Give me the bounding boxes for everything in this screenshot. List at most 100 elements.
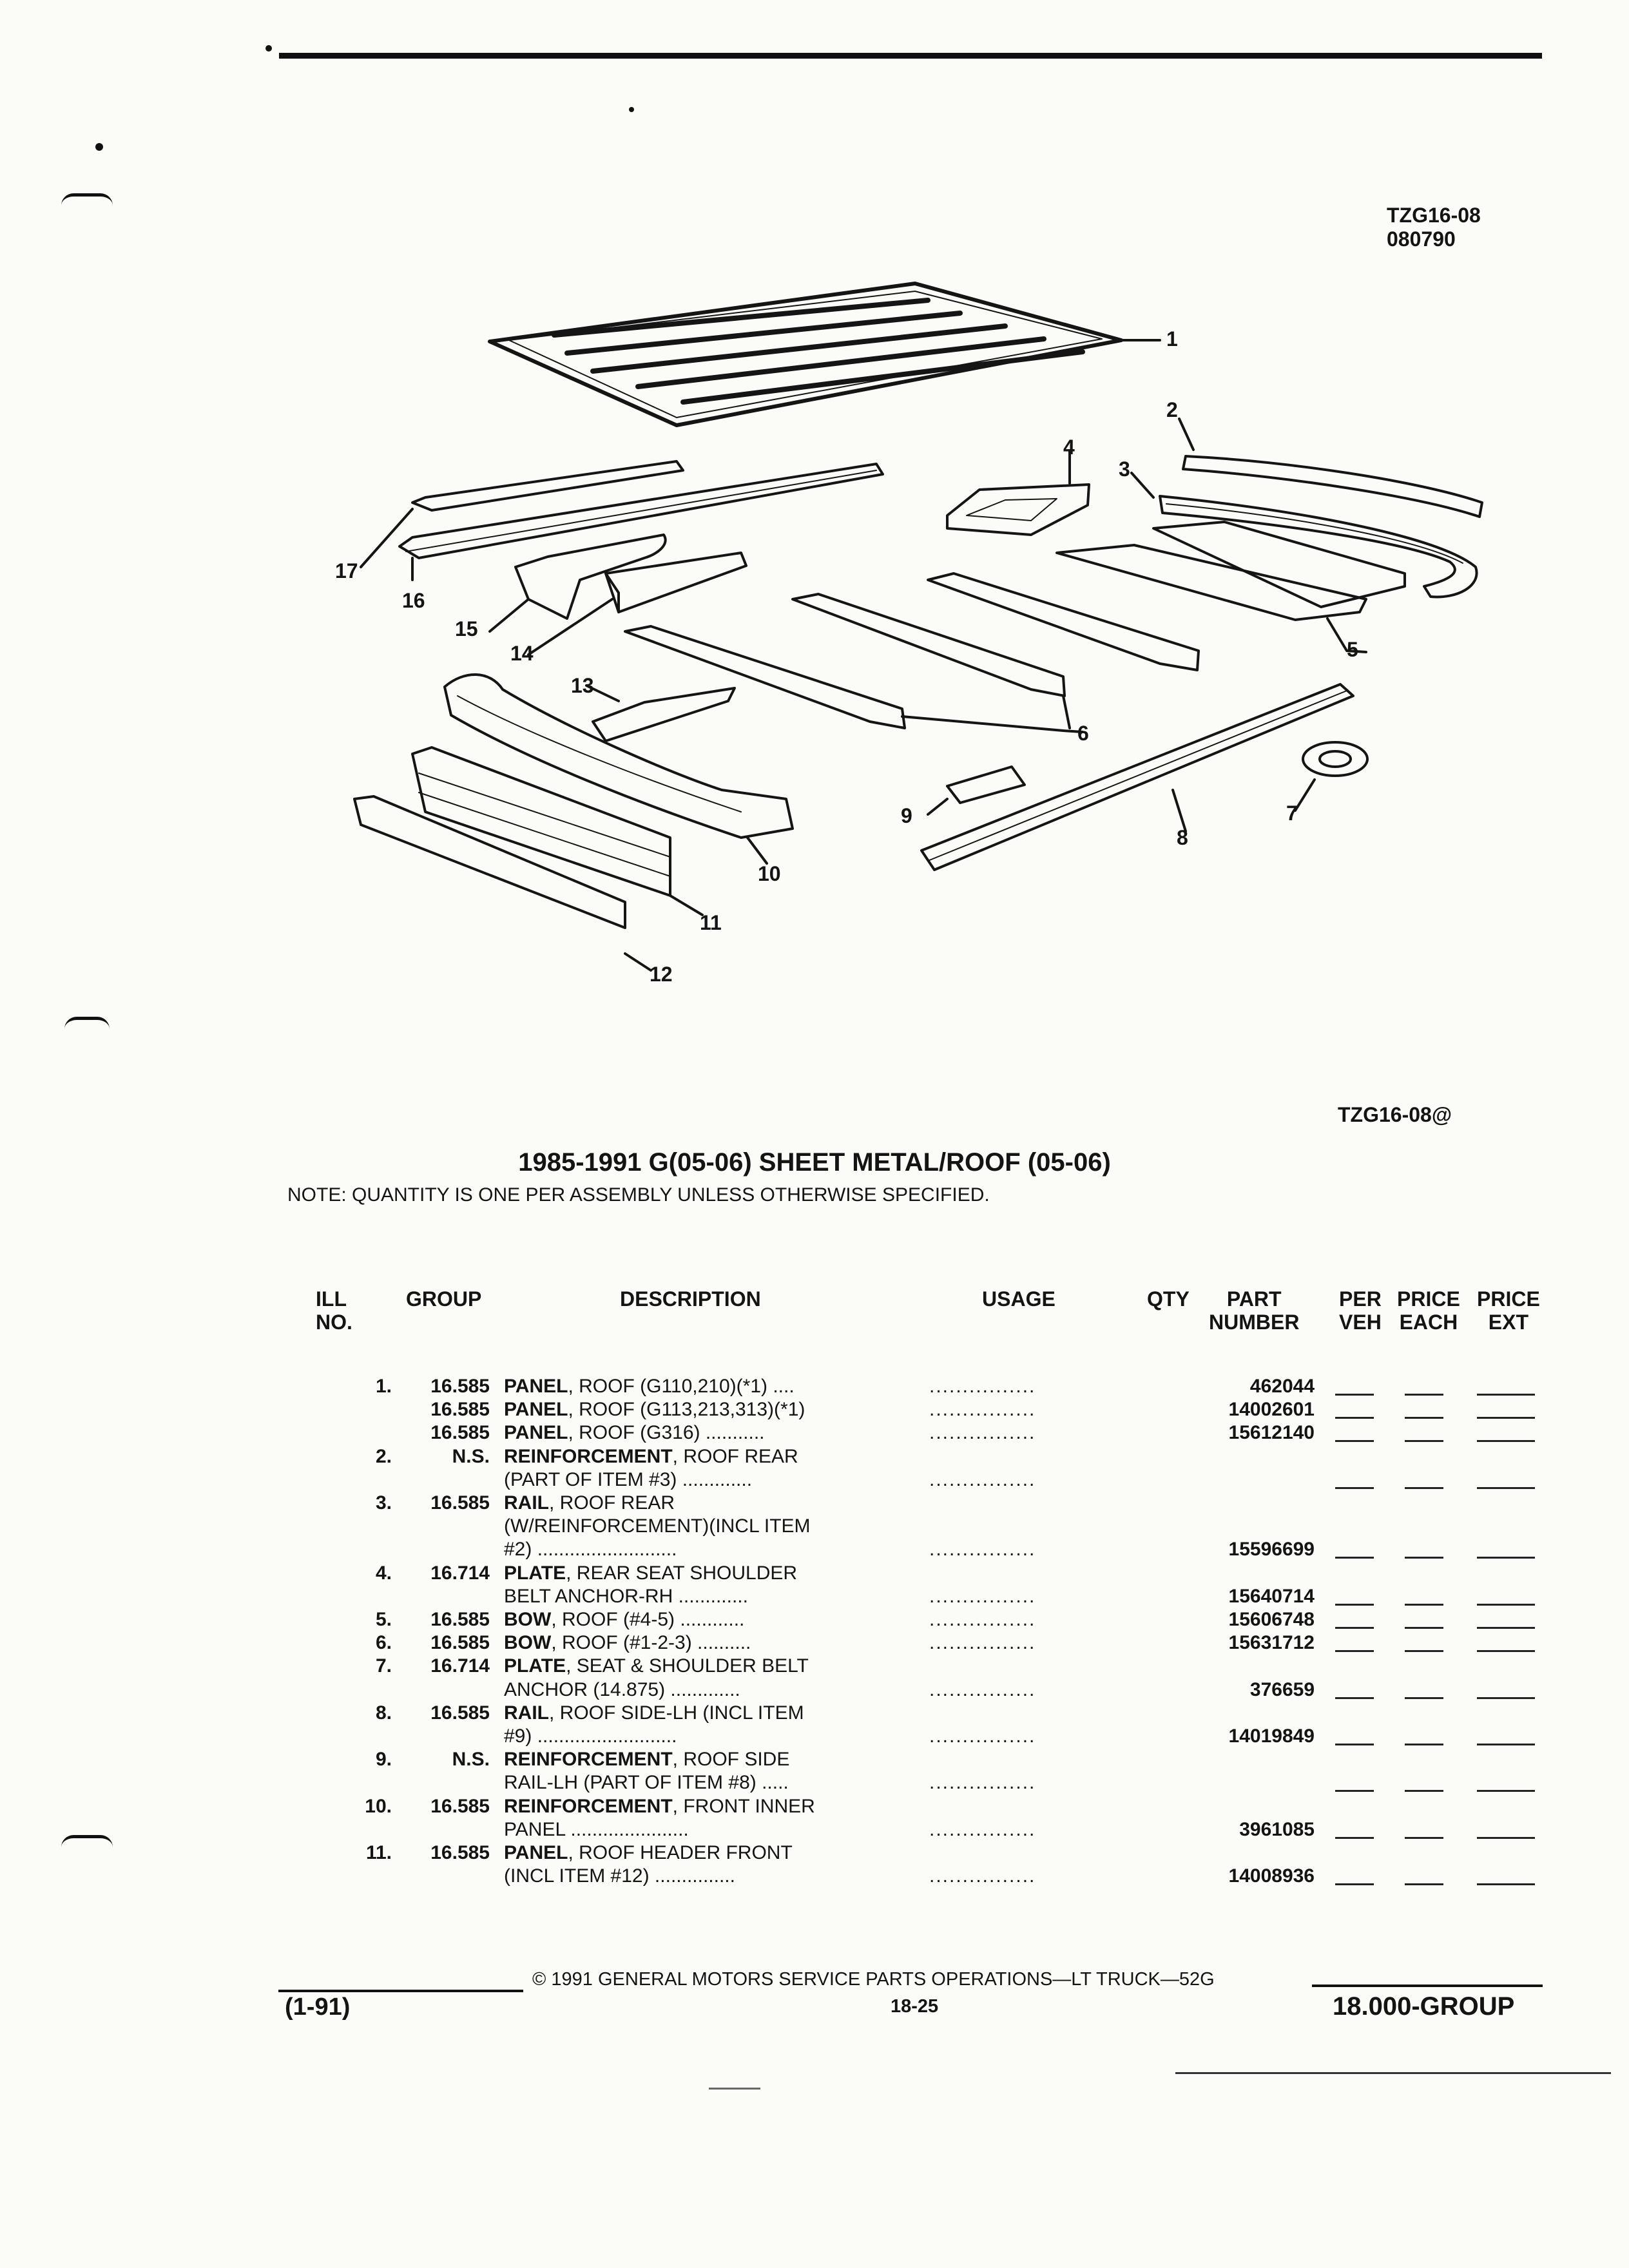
fill-in-blank: [1335, 1696, 1374, 1699]
description: RAIL, ROOF REAR: [504, 1492, 675, 1514]
col-description: DESCRIPTION: [620, 1287, 761, 1311]
page-title: 1985-1991 G(05-06) SHEET METAL/ROOF (05-…: [518, 1148, 1111, 1177]
col-part-number: PART NUMBER: [1209, 1287, 1299, 1334]
part-number: 462044: [1249, 1376, 1315, 1397]
usage-leader: ................: [929, 1468, 1036, 1490]
fill-in-blank: [1477, 1744, 1535, 1745]
fill-in-blank: [1335, 1836, 1374, 1839]
description: (W/REINFORCEMENT)(INCL ITEM: [504, 1515, 811, 1537]
part-11-panel-roof-header-front: [411, 746, 704, 916]
part-17-rail: [360, 460, 684, 568]
description-text: (PART OF ITEM #3) .............: [504, 1468, 753, 1490]
fill-in-blank: [1405, 1696, 1443, 1699]
table-row: 9.N.S.REINFORCEMENT, ROOF SIDE: [0, 1749, 1629, 1774]
table-row: 2.N.S.REINFORCEMENT, ROOF REAR: [0, 1446, 1629, 1472]
fill-in-blank: [1477, 1696, 1535, 1699]
description-text: , FRONT INNER: [672, 1795, 815, 1817]
figure-code-line: TZG16-08: [1387, 204, 1481, 227]
quantity-note: NOTE: QUANTITY IS ONE PER ASSEMBLY UNLES…: [287, 1184, 990, 1206]
group-number: 16.585: [430, 1492, 490, 1514]
usage-leader: ................: [929, 1399, 1036, 1421]
description-text: , REAR SEAT SHOULDER: [566, 1562, 798, 1584]
top-rule: [279, 53, 1542, 59]
description: RAIL, ROOF SIDE-LH (INCL ITEM: [504, 1702, 804, 1724]
table-row: #2) ....................................…: [0, 1539, 1629, 1564]
fill-in-blank: [1477, 1440, 1535, 1443]
description-noun: PANEL: [504, 1422, 568, 1444]
callout-1: 1: [1166, 327, 1178, 351]
callout-13: 13: [571, 674, 594, 697]
fill-in-blank: [1477, 1486, 1535, 1489]
description-text: , ROOF SIDE-LH (INCL ITEM: [549, 1702, 804, 1724]
part-10-reinforcement-front-inner: [443, 673, 794, 865]
callout-8: 8: [1177, 826, 1188, 849]
col-price-each: PRICE EACH: [1397, 1287, 1460, 1334]
figure-reference: TZG16-08@: [1338, 1103, 1452, 1126]
fill-in-blank: [1477, 1627, 1535, 1629]
group-number: N.S.: [452, 1749, 490, 1771]
description-noun: PANEL: [504, 1842, 568, 1863]
speck: [95, 143, 103, 151]
part-number: 14002601: [1228, 1399, 1315, 1421]
table-row: ANCHOR (14.875) ........................…: [0, 1679, 1629, 1705]
fill-in-blank: [1477, 1836, 1535, 1839]
usage-leader: ................: [929, 1376, 1036, 1397]
fill-in-blank: [1405, 1440, 1443, 1443]
part-number: 14019849: [1228, 1725, 1315, 1747]
callout-17: 17: [335, 559, 358, 582]
ill-number: 4.: [375, 1562, 392, 1584]
description-noun: PLATE: [504, 1655, 566, 1677]
table-row: RAIL-LH (PART OF ITEM #8) ..............…: [0, 1772, 1629, 1798]
fill-in-blank: [1405, 1394, 1443, 1396]
description-noun: PANEL: [504, 1399, 568, 1421]
col-part-label: PART: [1226, 1287, 1282, 1311]
ill-number: 2.: [375, 1445, 392, 1467]
usage-leader: ................: [929, 1678, 1036, 1700]
col-per-veh: PER VEH: [1339, 1287, 1382, 1334]
fill-in-blank: [1335, 1394, 1374, 1396]
col-veh-label: VEH: [1339, 1311, 1382, 1334]
callout-14: 14: [510, 642, 534, 665]
description-text: , ROOF (G113,213,313)(*1): [568, 1399, 805, 1421]
footer-copyright: © 1991 GENERAL MOTORS SERVICE PARTS OPER…: [532, 1969, 1215, 1990]
col-ext-label: EXT: [1488, 1311, 1529, 1334]
part-number: 15640714: [1228, 1585, 1315, 1607]
description-text: #2) ..........................: [504, 1539, 677, 1561]
usage-leader: ................: [929, 1632, 1036, 1654]
footer-rule-left: [278, 1990, 523, 1992]
description-text: , ROOF SIDE: [672, 1749, 790, 1771]
description: PLATE, REAR SEAT SHOULDER: [504, 1562, 797, 1584]
description-noun: REINFORCEMENT: [504, 1749, 673, 1771]
part-number: 15612140: [1228, 1422, 1315, 1444]
fill-in-blank: [1405, 1836, 1443, 1839]
description-noun: REINFORCEMENT: [504, 1795, 673, 1817]
fill-in-blank: [1335, 1440, 1374, 1443]
group-number: 16.585: [430, 1842, 490, 1863]
col-per-label: PER: [1339, 1287, 1382, 1311]
fill-in-blank: [1335, 1650, 1374, 1653]
table-row: (W/REINFORCEMENT)(INCL ITEM: [0, 1515, 1629, 1541]
col-each-label: EACH: [1399, 1311, 1458, 1334]
callout-6: 6: [1077, 722, 1089, 745]
description: RAIL-LH (PART OF ITEM #8) .....: [504, 1772, 789, 1794]
description-noun: REINFORCEMENT: [504, 1445, 673, 1467]
ill-number: 10.: [365, 1795, 392, 1817]
part-14-bracket: [527, 552, 747, 656]
description-text: PANEL ......................: [504, 1818, 689, 1840]
ill-number: 1.: [375, 1376, 392, 1397]
callout-5: 5: [1347, 638, 1358, 661]
ill-number: 5.: [375, 1609, 392, 1630]
col-ill-label: ILL: [316, 1287, 347, 1311]
description-text: RAIL-LH (PART OF ITEM #8) .....: [504, 1772, 789, 1794]
description: PLATE, SEAT & SHOULDER BELT: [504, 1655, 809, 1677]
binder-hole-mark: [61, 193, 113, 206]
description-text: , ROOF (#1-2-3) ..........: [551, 1632, 751, 1654]
part-number: 15606748: [1228, 1609, 1315, 1630]
